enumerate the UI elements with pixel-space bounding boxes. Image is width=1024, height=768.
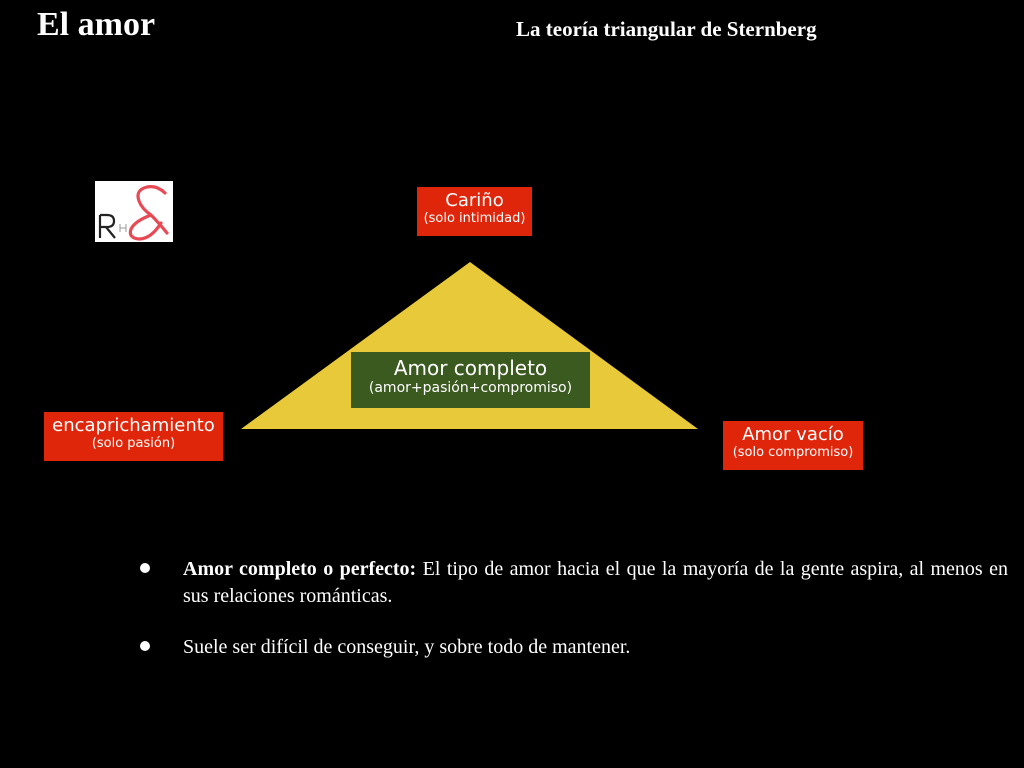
bullet-list: Amor completo o perfecto: El tipo de amo… bbox=[140, 556, 1008, 685]
center-label: Amor completo bbox=[393, 356, 548, 380]
bullet-item: Suele ser difícil de conseguir, y sobre … bbox=[140, 634, 1008, 661]
vertex-label: Amor vacío bbox=[742, 424, 844, 445]
bullet-text: El tipo de amor hacia el que la mayoría … bbox=[183, 558, 1009, 607]
vertex-sub: (solo intimidad) bbox=[423, 210, 526, 226]
vertex-sub: (solo pasión) bbox=[91, 435, 176, 451]
vertex-label: Cariño bbox=[445, 190, 504, 211]
rh-logo-graphic bbox=[98, 185, 169, 241]
center-sub: (amor+pasión+compromiso) bbox=[368, 380, 573, 396]
vertex-carino: Cariño (solo intimidad) bbox=[417, 187, 532, 236]
bullet-icon bbox=[140, 641, 150, 651]
slide-title: El amor bbox=[37, 6, 156, 43]
rh-logo bbox=[95, 181, 173, 242]
bullet-item: Amor completo o perfecto: El tipo de amo… bbox=[140, 556, 1008, 610]
bullet-icon bbox=[140, 563, 150, 573]
vertex-encaprichamiento: encaprichamiento (solo pasión) bbox=[44, 412, 223, 461]
bullet-bold: Amor completo o perfecto: bbox=[183, 558, 417, 580]
vertex-sub: (solo compromiso) bbox=[732, 444, 854, 460]
center-amor-completo: Amor completo (amor+pasión+compromiso) bbox=[351, 352, 590, 408]
bullet-text: Suele ser difícil de conseguir, y sobre … bbox=[183, 636, 631, 658]
vertex-amor-vacio: Amor vacío (solo compromiso) bbox=[723, 421, 863, 470]
slide-subtitle: La teoría triangular de Sternberg bbox=[516, 17, 817, 41]
vertex-label: encaprichamiento bbox=[52, 415, 215, 436]
